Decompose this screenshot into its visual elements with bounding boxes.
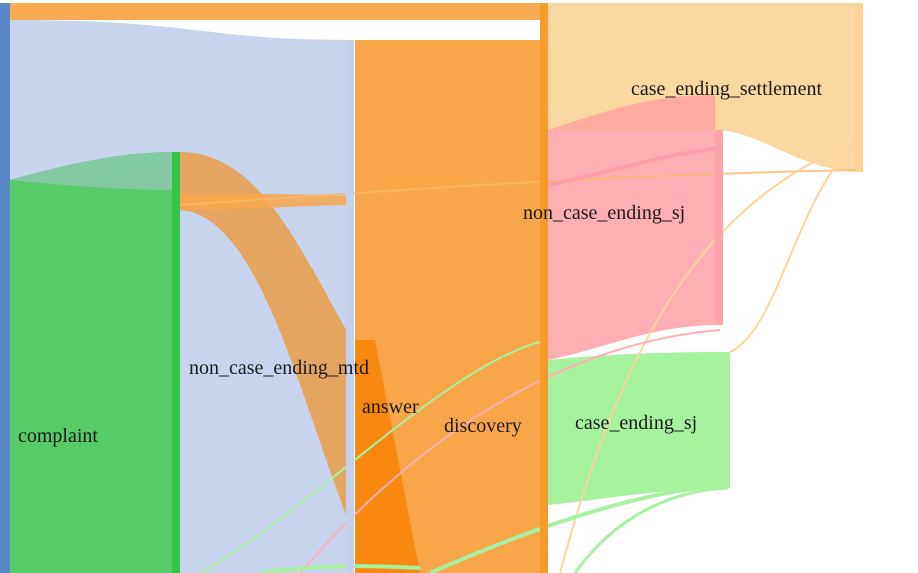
label-discovery: discovery <box>444 415 522 437</box>
link-thin-green-1[interactable] <box>199 339 549 573</box>
label-csj: case_ending_sj <box>575 412 697 434</box>
label-ncsj: non_case_ending_sj <box>523 202 685 224</box>
link-thin-pink-1[interactable] <box>547 146 721 187</box>
link-complaint-mtd[interactable] <box>10 152 173 573</box>
label-answer: answer <box>362 396 419 418</box>
link-mtd-discovery-thin[interactable] <box>180 193 352 210</box>
nodes <box>0 3 863 573</box>
links <box>10 3 863 573</box>
link-answer-discovery[interactable] <box>355 40 545 573</box>
link-complaint-discovery[interactable] <box>10 3 545 20</box>
link-answer-dark[interactable] <box>355 340 420 573</box>
label-complaint: complaint <box>18 425 98 447</box>
label-mtd: non_case_ending_mtd <box>189 357 369 379</box>
label-settlement: case_ending_settlement <box>631 78 822 100</box>
link-thin-green-bottom[interactable] <box>259 564 421 573</box>
link-discovery-ncsj[interactable] <box>548 130 720 360</box>
link-thin-orange-cross[interactable] <box>179 169 861 206</box>
node-bar-discovery[interactable] <box>540 3 548 573</box>
link-mtd-discovery[interactable] <box>180 152 352 530</box>
link-thin-green-3[interactable] <box>573 486 729 573</box>
node-bar-settlement[interactable] <box>855 3 863 172</box>
link-thin-pink-2[interactable] <box>299 329 721 573</box>
labels: complaint non_case_ending_mtd answer dis… <box>18 78 822 447</box>
node-bar-ncsj[interactable] <box>715 130 723 325</box>
node-bar-csj[interactable] <box>722 352 730 488</box>
node-bar-complaint[interactable] <box>0 3 10 573</box>
node-bar-answer[interactable] <box>346 40 354 573</box>
link-ncsj-settlement[interactable] <box>548 95 715 140</box>
node-bar-mtd[interactable] <box>172 152 180 573</box>
link-thin-green-2[interactable] <box>429 483 729 573</box>
link-complaint-mtd-top[interactable] <box>10 152 173 190</box>
link-thin-settlement-down2[interactable] <box>559 139 863 573</box>
link-thin-settlement-down[interactable] <box>729 139 863 353</box>
